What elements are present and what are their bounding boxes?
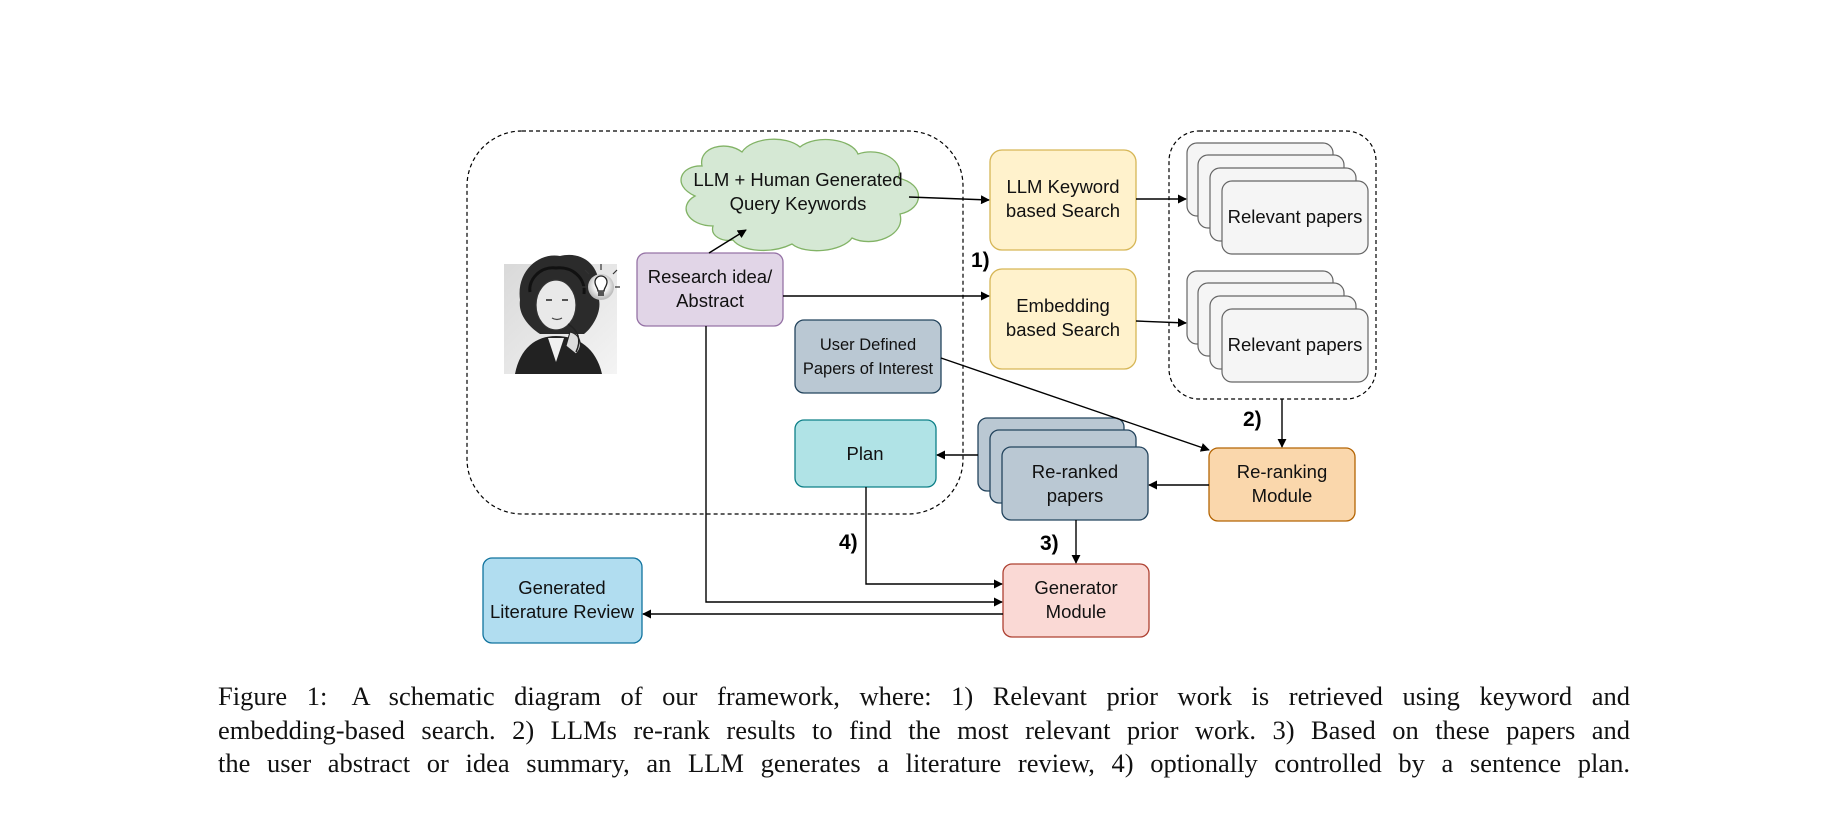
keywords-label-line2: Query Keywords — [730, 193, 867, 214]
step-label-3: 3) — [1040, 532, 1059, 555]
caption-text-1: A schematic diagram of our framework, wh… — [351, 681, 1630, 711]
research-idea-box: Research idea/ Abstract — [636, 252, 784, 327]
research-idea-line1: Research idea/ — [648, 266, 773, 287]
literature-review-box: Generated Literature Review — [482, 557, 643, 644]
relevant-papers-stack-2: Relevant papers — [1186, 270, 1369, 383]
figure-caption: Figure 1: A schematic diagram of our fra… — [218, 680, 1630, 781]
figure-label: Figure 1: — [218, 681, 328, 711]
reranking-line1: Re-ranking — [1237, 461, 1328, 482]
keywords-label-line1: LLM + Human Generated — [693, 169, 902, 190]
keyword-search-line1: LLM Keyword — [1006, 176, 1119, 197]
relevant-papers-1-label: Relevant papers — [1228, 206, 1363, 227]
plan-label: Plan — [846, 443, 883, 464]
reranking-line2: Module — [1252, 485, 1313, 506]
step-label-1: 1) — [971, 249, 990, 272]
arrow-idea-to-generator — [705, 326, 1003, 607]
generator-line1: Generator — [1034, 577, 1117, 598]
keyword-search-line2: based Search — [1006, 200, 1120, 221]
review-line2: Literature Review — [490, 601, 635, 622]
step-label-4: 4) — [839, 531, 858, 554]
embedding-search-line2: based Search — [1006, 319, 1120, 340]
user-input-group — [466, 130, 964, 515]
embedding-search-line1: Embedding — [1016, 295, 1110, 316]
plan-box: Plan — [794, 419, 937, 488]
query-keywords-cloud: LLM + Human Generated Query Keywords — [680, 138, 919, 252]
thinking-person-illustration — [504, 254, 620, 374]
arrow-user-papers-to-reranking — [940, 357, 1210, 452]
generator-line2: Module — [1046, 601, 1107, 622]
step-label-2: 2) — [1243, 408, 1262, 431]
caption-line-3: the user abstract or idea summary, an LL… — [218, 748, 1630, 778]
review-line1: Generated — [518, 577, 605, 598]
reranked-papers-stack: Re-ranked papers — [977, 417, 1149, 521]
caption-line-1: Figure 1: A schematic diagram of our fra… — [218, 680, 1630, 714]
retrieved-papers-group — [1168, 130, 1377, 400]
reranked-line2: papers — [1047, 485, 1104, 506]
research-idea-line2: Abstract — [676, 290, 744, 311]
reranking-module-box: Re-ranking Module — [1208, 447, 1356, 522]
caption-line-2: embedding-based search. 2) LLMs re-rank … — [218, 714, 1630, 745]
user-papers-line1: User Defined — [820, 336, 916, 354]
reranked-line1: Re-ranked — [1032, 461, 1118, 482]
framework-diagram: LLM + Human Generated Query Keywords Res… — [466, 130, 1377, 644]
keyword-search-box: LLM Keyword based Search — [989, 149, 1137, 251]
arrow-embedding-search-to-papers-2 — [1135, 318, 1187, 328]
arrow-keywords-to-keyword-search — [908, 195, 990, 205]
relevant-papers-stack-1: Relevant papers — [1186, 142, 1369, 255]
embedding-search-box: Embedding based Search — [989, 268, 1137, 370]
arrow-plan-to-generator — [865, 487, 1003, 589]
user-defined-papers-box: User Defined Papers of Interest — [794, 319, 942, 394]
user-papers-line2: Papers of Interest — [803, 360, 934, 378]
relevant-papers-2-label: Relevant papers — [1228, 334, 1363, 355]
arrow-idea-to-keywords — [708, 229, 747, 254]
arrows — [642, 194, 1287, 619]
generator-module-box: Generator Module — [1002, 563, 1150, 638]
